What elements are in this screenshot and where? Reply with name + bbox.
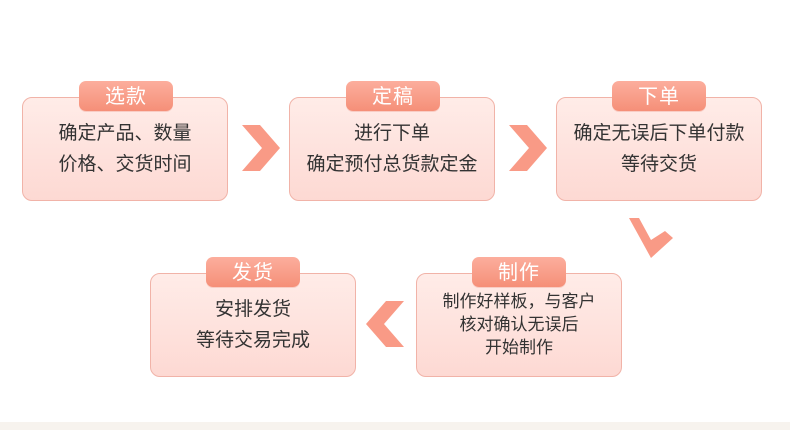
step-box-production: 制作好样板，与客户 核对确认无误后 开始制作	[416, 273, 622, 377]
step-box-order: 确定无误后下单付款 等待交货	[556, 97, 762, 201]
step-tag-select: 选款	[79, 81, 173, 111]
step-tag-production: 制作	[472, 257, 566, 287]
step-line: 价格、交货时间	[58, 153, 192, 175]
step-box-select: 确定产品、数量 价格、交货时间	[22, 97, 228, 201]
step-tag-order: 下单	[612, 81, 706, 111]
step-line: 开始制作	[485, 337, 553, 358]
chevron-down-icon	[629, 218, 673, 258]
step-line: 等待交货	[620, 153, 697, 175]
chevron-right-icon	[242, 125, 280, 171]
step-line: 确定预付总货款定金	[306, 153, 478, 175]
step-line: 确定无误后下单付款	[573, 122, 745, 144]
step-tag-shipping: 发货	[206, 257, 300, 287]
bottom-strip	[0, 422, 790, 430]
step-box-shipping: 安排发货 等待交易完成	[150, 273, 356, 377]
step-line: 制作好样板，与客户	[442, 291, 596, 312]
step-line: 进行下单	[353, 122, 430, 144]
step-box-finalize: 进行下单 确定预付总货款定金	[289, 97, 495, 201]
chevron-right-icon	[509, 125, 547, 171]
step-line: 安排发货	[214, 298, 291, 320]
step-line: 核对确认无误后	[459, 314, 579, 335]
chevron-left-icon	[366, 301, 404, 347]
step-line: 等待交易完成	[195, 329, 310, 351]
step-line: 确定产品、数量	[58, 122, 192, 144]
step-tag-finalize: 定稿	[346, 81, 440, 111]
